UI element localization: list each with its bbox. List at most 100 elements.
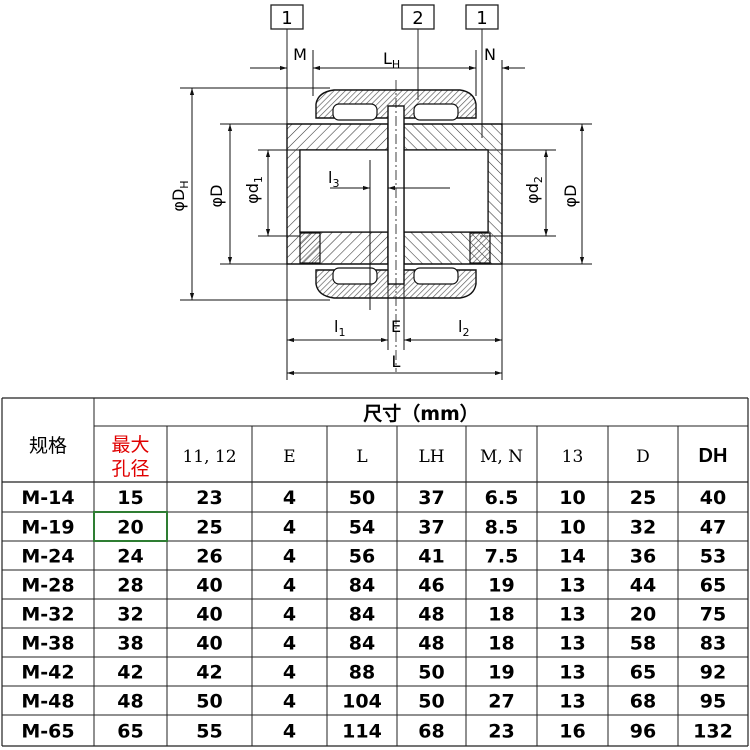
max-bore-header: 孔径 — [111, 458, 149, 480]
value-cell: 46 — [418, 575, 444, 597]
value-cell: 42 — [117, 662, 143, 684]
callout-2: 2 — [401, 4, 435, 30]
value-cell: 68 — [630, 691, 656, 713]
dim-l3 — [330, 160, 450, 310]
value-cell: 114 — [342, 721, 382, 743]
value-cell: 83 — [700, 633, 726, 655]
selected-cell[interactable] — [93, 511, 168, 542]
column-header: E — [283, 447, 295, 467]
value-cell: 19 — [488, 662, 514, 684]
value-cell: 13 — [559, 604, 585, 626]
dim-l1-label: l1 — [334, 317, 345, 339]
value-cell: 54 — [349, 517, 375, 539]
value-cell: 37 — [418, 517, 444, 539]
model-cell: M-65 — [21, 721, 74, 743]
value-cell: 50 — [418, 662, 444, 684]
table-grid — [1, 397, 749, 747]
svg-text:2: 2 — [412, 8, 423, 29]
value-cell: 48 — [117, 691, 143, 713]
value-cell: 65 — [630, 662, 656, 684]
value-cell: 42 — [196, 662, 222, 684]
dim-D-label: φD — [207, 185, 226, 208]
value-cell: 40 — [196, 633, 222, 655]
svg-text:1: 1 — [476, 8, 487, 29]
value-cell: 4 — [283, 517, 296, 539]
callout-1-left: 1 — [270, 4, 304, 30]
value-cell: 6.5 — [485, 487, 519, 509]
dim-N-label: N — [484, 45, 496, 64]
value-cell: 84 — [349, 604, 375, 626]
model-cell: M-28 — [21, 575, 74, 597]
value-cell: 84 — [349, 575, 375, 597]
value-cell: 26 — [196, 546, 222, 568]
dim-l2-label: l2 — [458, 317, 469, 339]
value-cell: 4 — [283, 691, 296, 713]
value-cell: 32 — [630, 517, 656, 539]
dim-L-label: L — [392, 352, 401, 371]
callout-1-right: 1 — [465, 4, 499, 30]
model-cell: M-38 — [21, 633, 74, 655]
value-cell: 4 — [283, 487, 296, 509]
bottom-dimensions — [286, 264, 503, 380]
value-cell: 75 — [700, 604, 726, 626]
model-cell: M-24 — [21, 546, 74, 568]
model-cell: M-32 — [21, 604, 74, 626]
value-cell: 4 — [283, 721, 296, 743]
value-cell: 65 — [700, 575, 726, 597]
value-cell: 4 — [283, 633, 296, 655]
dim-E-label: E — [391, 317, 401, 336]
dim-LH-label: LH — [383, 49, 400, 71]
value-cell: 88 — [349, 662, 375, 684]
value-cell: 13 — [559, 633, 585, 655]
value-cell: 40 — [196, 604, 222, 626]
column-header: DH — [699, 445, 728, 467]
value-cell: 55 — [196, 721, 222, 743]
model-cell: M-48 — [21, 691, 74, 713]
dim-d2-label: φd2 — [523, 176, 545, 204]
value-cell: 4 — [283, 546, 296, 568]
column-header: D — [636, 447, 650, 467]
value-cell: 18 — [488, 604, 514, 626]
value-cell: 14 — [559, 546, 585, 568]
column-header: LH — [418, 447, 444, 467]
column-header: L — [356, 447, 367, 467]
dim-DH-label: φDH — [169, 180, 191, 211]
value-cell: 40 — [196, 575, 222, 597]
value-cell: 10 — [559, 517, 585, 539]
model-cell: M-19 — [21, 517, 74, 539]
value-cell: 13 — [559, 691, 585, 713]
value-cell: 15 — [117, 487, 143, 509]
spec-header: 规格 — [29, 435, 67, 457]
value-cell: 53 — [700, 546, 726, 568]
value-cell: 32 — [117, 604, 143, 626]
value-cell: 47 — [700, 517, 726, 539]
value-cell: 13 — [559, 662, 585, 684]
value-cell: 50 — [349, 487, 375, 509]
value-cell: 44 — [630, 575, 656, 597]
value-cell: 10 — [559, 487, 585, 509]
value-cell: 16 — [559, 721, 585, 743]
value-cell: 68 — [418, 721, 444, 743]
coupling-body — [286, 80, 503, 372]
value-cell: 50 — [196, 691, 222, 713]
value-cell: 25 — [196, 517, 222, 539]
callout-leaders — [286, 29, 483, 138]
value-cell: 18 — [488, 633, 514, 655]
svg-text:1: 1 — [281, 8, 292, 29]
value-cell: 56 — [349, 546, 375, 568]
value-cell: 4 — [283, 575, 296, 597]
value-cell: 23 — [488, 721, 514, 743]
left-dimensions — [180, 87, 330, 301]
value-cell: 40 — [700, 487, 726, 509]
value-cell: 25 — [630, 487, 656, 509]
model-cell: M-14 — [21, 487, 74, 509]
value-cell: 36 — [630, 546, 656, 568]
value-cell: 104 — [342, 691, 382, 713]
value-cell: 4 — [283, 662, 296, 684]
value-cell: 38 — [117, 633, 143, 655]
value-cell: 50 — [418, 691, 444, 713]
value-cell: 24 — [117, 546, 143, 568]
dim-l3-label: l3 — [328, 168, 339, 190]
value-cell: 7.5 — [485, 546, 519, 568]
